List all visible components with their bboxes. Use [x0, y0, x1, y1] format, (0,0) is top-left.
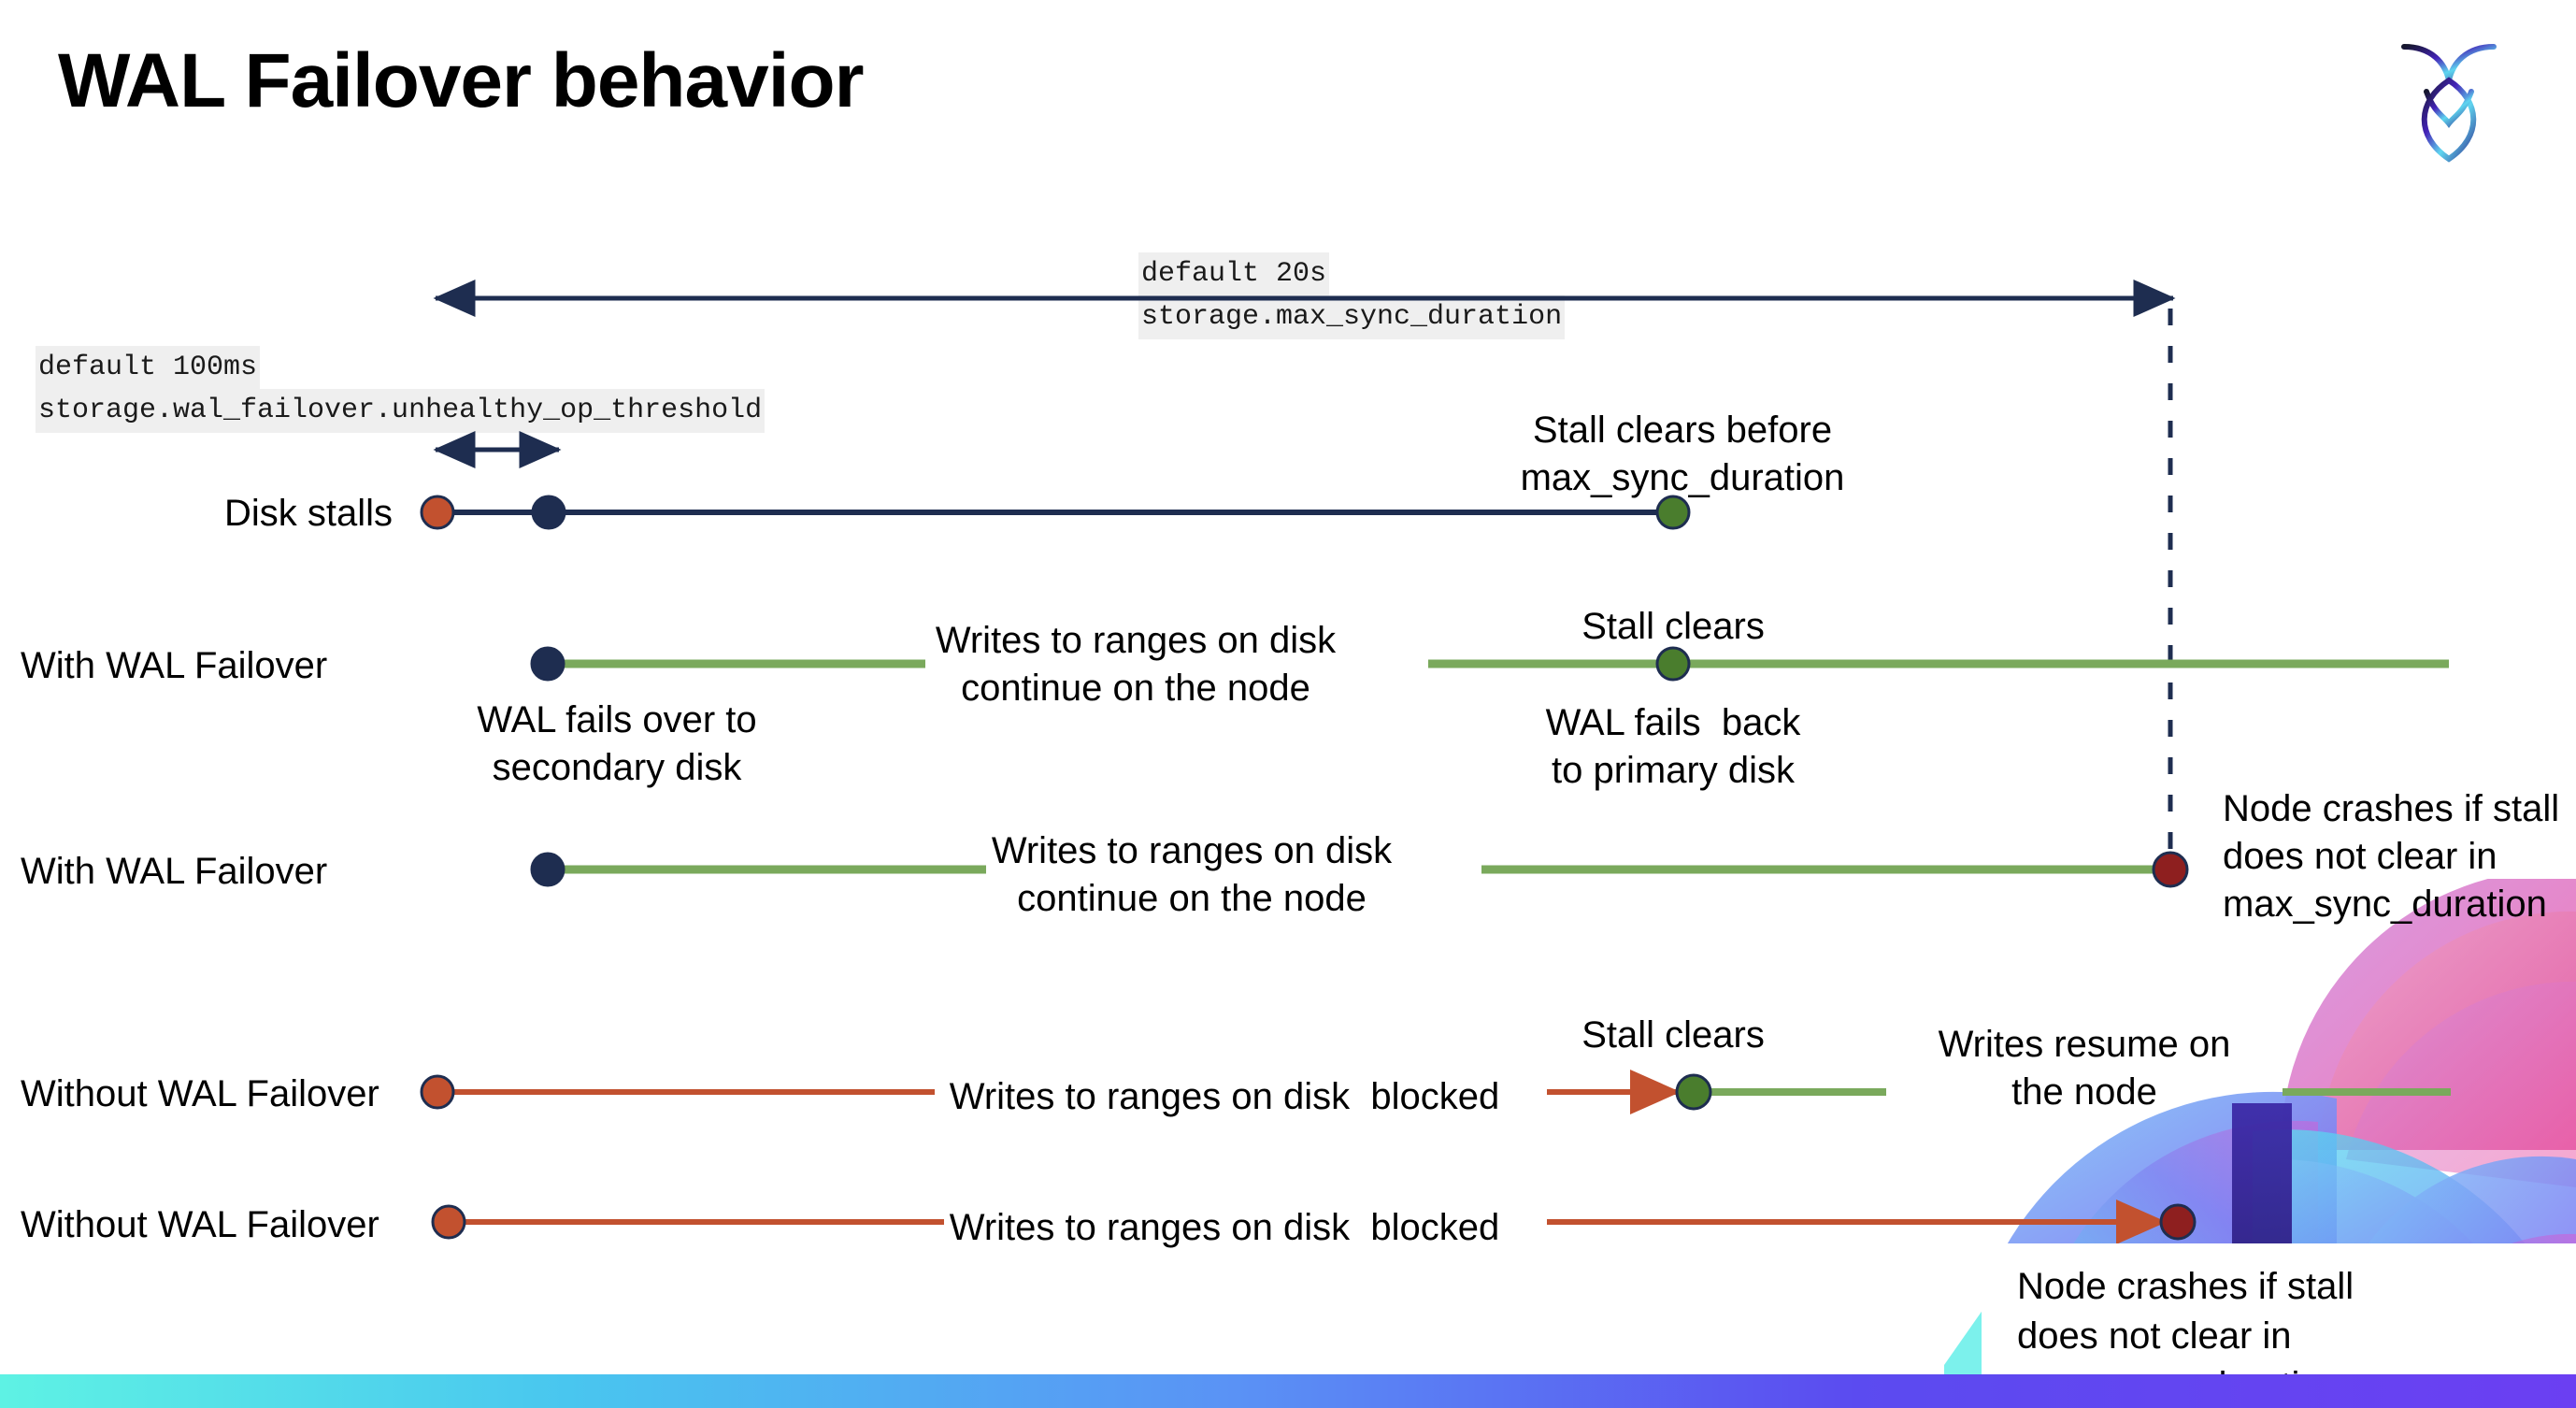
row-with-wal-failover-crash-timeline: [530, 851, 2189, 888]
annotation-setting-name: storage.wal_failover.unhealthy_op_thresh…: [36, 389, 766, 433]
row-disk-stalls-timeline: [420, 495, 1691, 530]
note-writes-resume: Writes resume on the node: [1938, 1024, 2231, 1113]
note-wal-fails-over: WAL fails over to secondary disk: [477, 699, 757, 789]
note-node-crashes-row3: Node crashes if stall does not clear in …: [2223, 788, 2560, 926]
row-label-without-wal-failover-1: Without WAL Failover: [21, 1073, 379, 1114]
note-writes-blocked-row5: Writes to ranges on disk blocked: [949, 1207, 1500, 1248]
note-writes-continue-row3: Writes to ranges on disk continue on the…: [991, 830, 1393, 920]
annotation-default-value: default 100ms: [36, 346, 261, 390]
row-label-without-wal-failover-2: Without WAL Failover: [21, 1204, 379, 1245]
row-without-wal-failover-clears-timeline: [420, 1070, 2451, 1114]
row-label-disk-stalls: Disk stalls: [224, 493, 394, 534]
row-label-with-wal-failover-2: With WAL Failover: [21, 851, 328, 892]
note-writes-blocked-row4: Writes to ranges on disk blocked: [949, 1076, 1500, 1117]
note-writes-continue-row2: Writes to ranges on disk continue on the…: [935, 620, 1337, 710]
row-without-wal-failover-crash-timeline: [431, 1200, 2197, 1244]
page-title: WAL Failover behavior: [58, 38, 865, 123]
row-label-with-wal-failover-1: With WAL Failover: [21, 645, 328, 686]
note-wal-fails-back: WAL fails back to primary disk: [1545, 702, 1801, 792]
annotation-unhealthy-op-threshold: default 100ms storage.wal_failover.unhea…: [36, 346, 766, 433]
note-stall-clears-before-max-sync: Stall clears before max_sync_duration: [1520, 409, 1845, 499]
bottom-gradient-bar: [0, 1374, 2576, 1408]
cockroachdb-logo-icon: [2393, 26, 2505, 166]
row-with-wal-failover-clears-timeline: [530, 646, 2449, 682]
note-stall-clears-row2: Stall clears: [1581, 606, 1765, 647]
note-stall-clears-row4: Stall clears: [1581, 1014, 1765, 1056]
